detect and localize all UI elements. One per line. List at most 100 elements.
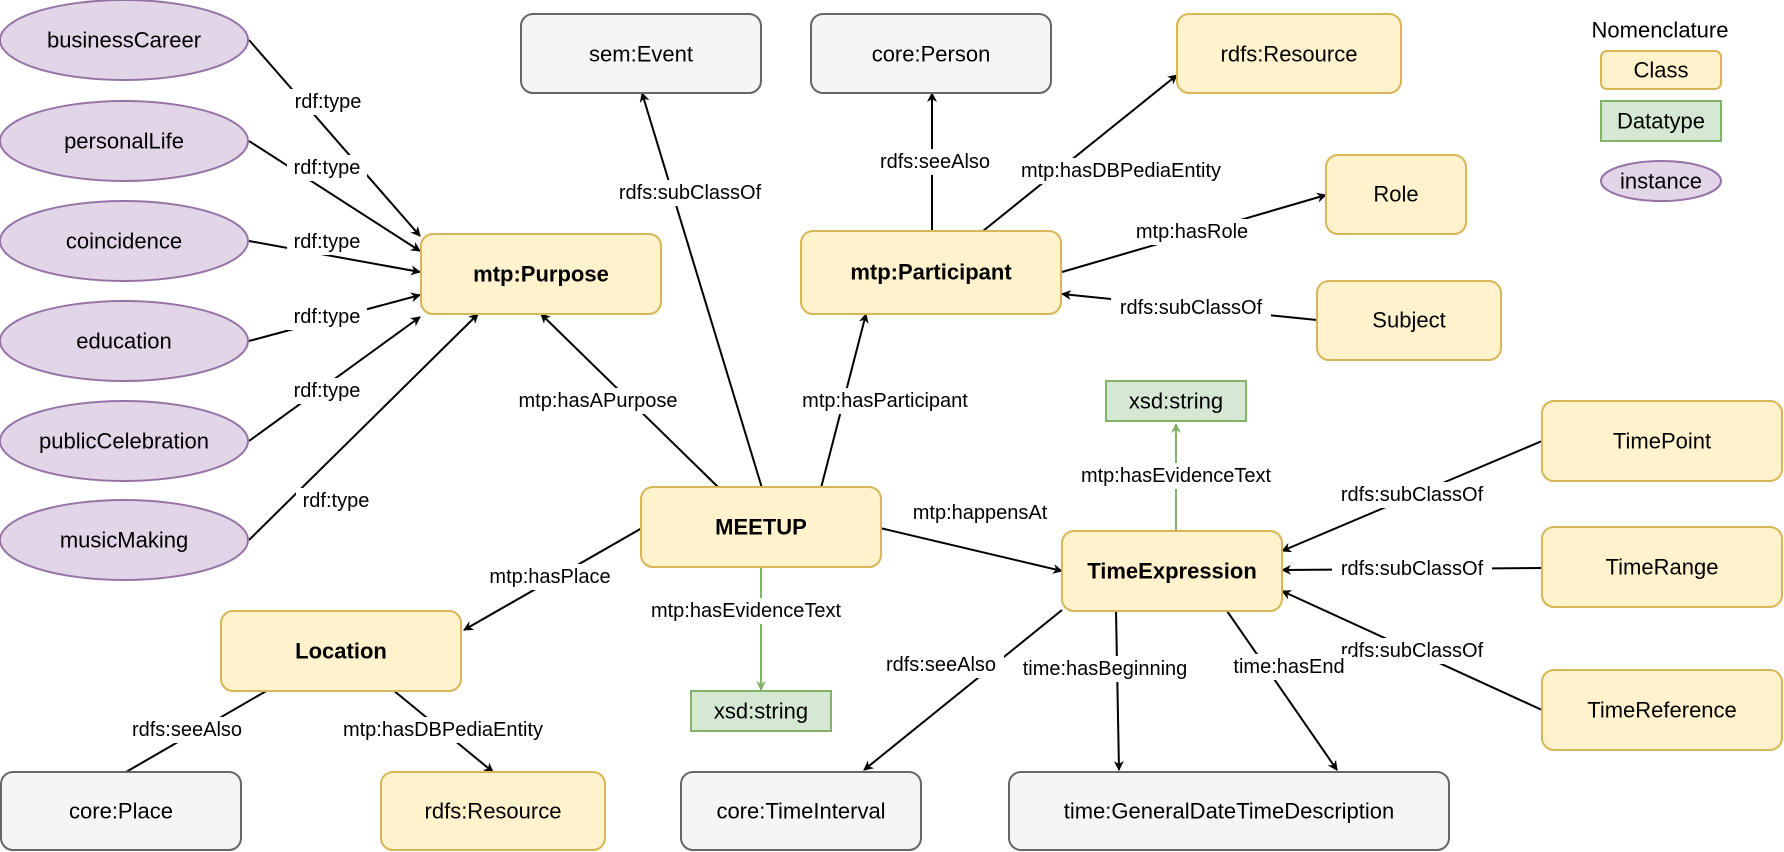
edge-label-hasEnd-text: time:hasEnd bbox=[1233, 656, 1344, 678]
edge-label-hasDBPediaEntity-top-text: mtp:hasDBPediaEntity bbox=[1021, 160, 1221, 182]
edge-label-hasAPurpose-text: mtp:hasAPurpose bbox=[519, 390, 678, 412]
node-rdfsResourceBottom: rdfs:Resource bbox=[380, 771, 606, 851]
node-role: Role bbox=[1325, 154, 1467, 235]
edge-label-subClassOf-timePoint: rdfs:subClassOf bbox=[1332, 482, 1492, 508]
edge-label-hasDBPediaEntity-bottom: mtp:hasDBPediaEntity bbox=[330, 717, 556, 743]
node-coreTimeInterval-label: core:TimeInterval bbox=[716, 799, 885, 824]
node-timeRange-label: TimeRange bbox=[1606, 555, 1719, 580]
node-corePerson: core:Person bbox=[810, 13, 1052, 94]
edge-timeExpression-generalDateTime bbox=[1113, 610, 1124, 771]
legend-title: Nomenclature bbox=[1592, 18, 1729, 43]
edge-label-hasPlace-text: mtp:hasPlace bbox=[489, 566, 610, 588]
node-timePoint-label: TimePoint bbox=[1613, 429, 1711, 454]
edge-label-hasEvidenceText-bottom: mtp:hasEvidenceText bbox=[640, 598, 850, 624]
node-timePoint: TimePoint bbox=[1541, 400, 1783, 482]
node-coreTimeInterval: core:TimeInterval bbox=[680, 771, 922, 851]
node-participant: mtp:Participant bbox=[800, 230, 1062, 315]
legend-datatype: Datatype bbox=[1600, 100, 1722, 142]
edge-meetup-timeExpression bbox=[879, 527, 1063, 574]
node-timeReference-label: TimeReference bbox=[1587, 698, 1737, 723]
edge-label-hasDBPediaEntity-top: mtp:hasDBPediaEntity bbox=[1008, 158, 1234, 184]
edge-participant-rdfsResourceTop bbox=[982, 74, 1178, 232]
edge-coincidence-purpose bbox=[248, 240, 421, 276]
node-generalDateTime: time:GeneralDateTimeDescription bbox=[1008, 771, 1450, 851]
edge-label-subClassOf-timePoint-text: rdfs:subClassOf bbox=[1341, 484, 1484, 506]
node-timeExpression: TimeExpression bbox=[1061, 530, 1283, 612]
edge-label-seeAlso-participant: rdfs:seeAlso bbox=[872, 149, 998, 175]
edge-label-hasEnd: time:hasEnd bbox=[1226, 654, 1352, 680]
node-xsdStringBottom: xsd:string bbox=[690, 690, 832, 732]
edge-label-rdfType-2-text: rdf:type bbox=[294, 157, 361, 179]
edge-timeExpression-generalDateTime-end bbox=[1226, 610, 1338, 771]
node-participant-label: mtp:Participant bbox=[850, 260, 1012, 285]
node-meetup: MEETUP bbox=[640, 486, 882, 568]
legend: Nomenclature Class Datatype instance bbox=[1592, 18, 1729, 202]
edge-label-hasDBPediaEntity-bottom-text: mtp:hasDBPediaEntity bbox=[343, 719, 543, 741]
edge-label-hasRole: mtp:hasRole bbox=[1127, 219, 1257, 245]
edge-label-rdfType-3: rdf:type bbox=[287, 229, 367, 255]
edge-label-hasBeginning: time:hasBeginning bbox=[1023, 656, 1187, 682]
edge-label-subClassOf-semEvent-text: rdfs:subClassOf bbox=[619, 182, 762, 204]
node-subject-label: Subject bbox=[1372, 308, 1445, 333]
edge-label-hasPlace: mtp:hasPlace bbox=[480, 564, 620, 590]
node-xsdStringTop-label: xsd:string bbox=[1129, 389, 1223, 414]
edge-label-rdfType-4: rdf:type bbox=[287, 304, 367, 330]
node-businessCareer-label: businessCareer bbox=[47, 28, 201, 53]
edge-label-subClassOf-timeRange-text: rdfs:subClassOf bbox=[1341, 558, 1484, 580]
node-location-label: Location bbox=[295, 639, 387, 664]
edge-label-hasEvidenceText-top: mtp:hasEvidenceText bbox=[1070, 463, 1282, 489]
legend-class: Class bbox=[1600, 50, 1722, 90]
edge-label-subClassOf-timeRange: rdfs:subClassOf bbox=[1332, 556, 1492, 582]
node-musicMaking: musicMaking bbox=[0, 499, 249, 581]
edge-label-rdfType-6: rdf:type bbox=[296, 488, 376, 514]
edge-label-rdfType-6-text: rdf:type bbox=[303, 490, 370, 512]
node-corePerson-label: core:Person bbox=[872, 42, 991, 67]
edge-label-subClassOf-subject-text: rdfs:subClassOf bbox=[1120, 297, 1263, 319]
edge-label-rdfType-1: rdf:type bbox=[288, 89, 368, 115]
edge-label-hasEvidenceText-top-text: mtp:hasEvidenceText bbox=[1081, 465, 1272, 487]
node-purpose: mtp:Purpose bbox=[420, 233, 662, 315]
edge-label-happensAt: mtp:happensAt bbox=[900, 500, 1060, 526]
edge-label-subClassOf-timeReference-text: rdfs:subClassOf bbox=[1341, 640, 1484, 662]
node-personalLife: personalLife bbox=[0, 100, 249, 182]
node-xsdStringBottom-label: xsd:string bbox=[714, 699, 808, 724]
node-coincidence-label: coincidence bbox=[66, 229, 182, 254]
edge-label-rdfType-2: rdf:type bbox=[287, 155, 367, 181]
node-rdfsResourceTop-label: rdfs:Resource bbox=[1221, 42, 1358, 67]
legend-instance: instance bbox=[1600, 160, 1722, 202]
node-corePlace-label: core:Place bbox=[69, 799, 173, 824]
node-timeRange: TimeRange bbox=[1541, 526, 1783, 608]
node-businessCareer: businessCareer bbox=[0, 0, 249, 81]
edge-label-hasEvidenceText-bottom-text: mtp:hasEvidenceText bbox=[651, 600, 842, 622]
node-rdfsResourceTop: rdfs:Resource bbox=[1176, 13, 1402, 94]
legend-datatype-label: Datatype bbox=[1617, 109, 1705, 134]
node-musicMaking-label: musicMaking bbox=[60, 528, 188, 553]
node-rdfsResourceBottom-label: rdfs:Resource bbox=[425, 799, 562, 824]
node-meetup-label: MEETUP bbox=[715, 515, 807, 540]
node-role-label: Role bbox=[1373, 182, 1418, 207]
edge-label-rdfType-4-text: rdf:type bbox=[294, 306, 361, 328]
edge-label-seeAlso-location-text: rdfs:seeAlso bbox=[132, 719, 242, 741]
node-education-label: education bbox=[76, 329, 171, 354]
node-semEvent-label: sem:Event bbox=[589, 42, 693, 67]
node-semEvent: sem:Event bbox=[520, 13, 762, 94]
edge-label-subClassOf-semEvent: rdfs:subClassOf bbox=[610, 180, 770, 206]
node-publicCelebration: publicCelebration bbox=[0, 400, 249, 482]
node-subject: Subject bbox=[1316, 280, 1502, 361]
legend-class-label: Class bbox=[1633, 58, 1688, 83]
node-education: education bbox=[0, 300, 249, 382]
edge-meetup-semEvent bbox=[639, 92, 763, 489]
node-corePlace: core:Place bbox=[0, 771, 242, 851]
node-location: Location bbox=[220, 610, 462, 692]
edge-label-happensAt-text: mtp:happensAt bbox=[913, 502, 1048, 524]
edge-label-hasRole-text: mtp:hasRole bbox=[1136, 221, 1248, 243]
edge-label-subClassOf-timeReference: rdfs:subClassOf bbox=[1332, 638, 1492, 664]
node-timeExpression-label: TimeExpression bbox=[1087, 559, 1257, 584]
node-xsdStringTop: xsd:string bbox=[1105, 380, 1247, 422]
edge-personalLife-purpose bbox=[248, 140, 421, 252]
edge-label-subClassOf-subject: rdfs:subClassOf bbox=[1111, 295, 1271, 321]
node-personalLife-label: personalLife bbox=[64, 129, 184, 154]
edge-label-seeAlso-participant-text: rdfs:seeAlso bbox=[880, 151, 990, 173]
edge-label-seeAlso-timeInterval: rdfs:seeAlso bbox=[878, 652, 1004, 678]
